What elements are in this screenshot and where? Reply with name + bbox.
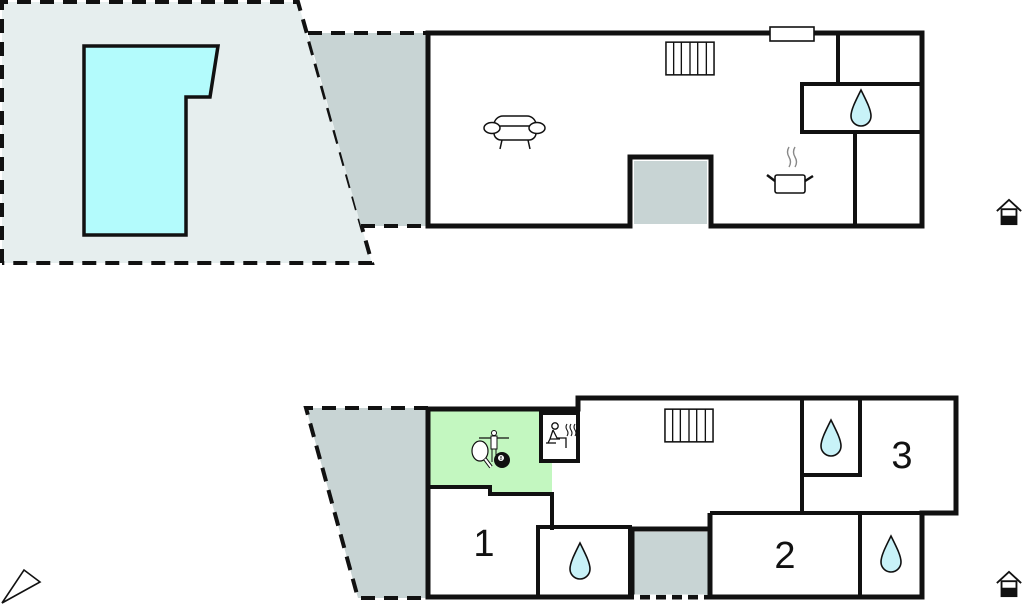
sofa-icon <box>483 115 546 150</box>
entrance-house-icon <box>995 198 1023 226</box>
radiator-icon <box>665 41 715 76</box>
bathroom-drop-icon <box>569 542 591 580</box>
sauna-icon <box>546 422 577 448</box>
activity-room <box>430 410 552 494</box>
svg-text:8: 8 <box>500 456 503 462</box>
lower-floor: 8 1 3 2 <box>303 395 1023 600</box>
room-label-3: 3 <box>891 435 912 477</box>
billiard-ball-icon: 8 <box>494 452 510 468</box>
bathroom-drop-icon <box>880 535 902 573</box>
table-tennis-icon <box>471 440 493 469</box>
covered-terrace-area <box>308 33 428 226</box>
lower-utility-room <box>634 532 708 595</box>
entrance-house-icon <box>995 570 1023 598</box>
utility-room <box>634 161 707 224</box>
swimming-pool <box>82 44 221 237</box>
bathroom-drop-icon <box>850 89 872 127</box>
cooking-pot-icon <box>766 146 814 194</box>
upper-floor <box>0 0 1023 265</box>
window-icon <box>769 26 815 42</box>
lower-covered-area <box>306 408 428 598</box>
radiator-icon <box>664 408 714 443</box>
bathroom-drop-icon <box>820 419 842 457</box>
room-label-2: 2 <box>774 535 795 577</box>
north-arrow-icon <box>1 568 42 604</box>
room-label-1: 1 <box>473 523 494 565</box>
sauna-room <box>539 411 580 463</box>
